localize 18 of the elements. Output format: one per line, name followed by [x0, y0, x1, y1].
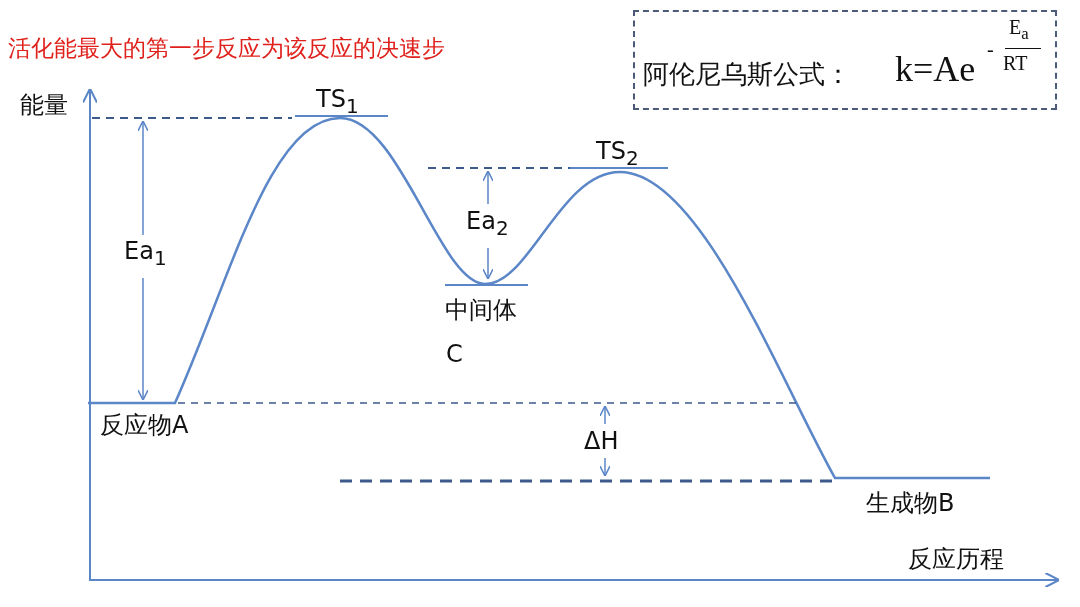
state-label: TS$_{2}$: [596, 138, 639, 169]
exponent-sign: -: [987, 38, 994, 60]
axis-label: 反应历程: [908, 546, 1004, 573]
dimension-label: Ea$_{2}$: [466, 208, 509, 239]
dimension-label: Ea$_{1}$: [124, 238, 167, 269]
formula-box: [633, 10, 1057, 110]
state-label: 生成物B: [866, 490, 955, 517]
formula-label: 阿伦尼乌斯公式：: [643, 60, 851, 89]
exponent-numerator: E$_{a}$: [1009, 16, 1029, 44]
title-text: 活化能最大的第一步反应为该反应的决速步: [8, 36, 445, 62]
axis-label: 能量: [20, 92, 68, 119]
state-label: C: [446, 341, 463, 368]
dimension-label: ΔH: [584, 428, 619, 455]
state-label: 反应物A: [100, 412, 189, 439]
state-label: TS$_{1}$: [316, 86, 359, 117]
state-label: 中间体: [445, 297, 517, 324]
formula-text: k=Ae: [895, 50, 976, 90]
exponent-denominator: RT: [1003, 52, 1028, 74]
